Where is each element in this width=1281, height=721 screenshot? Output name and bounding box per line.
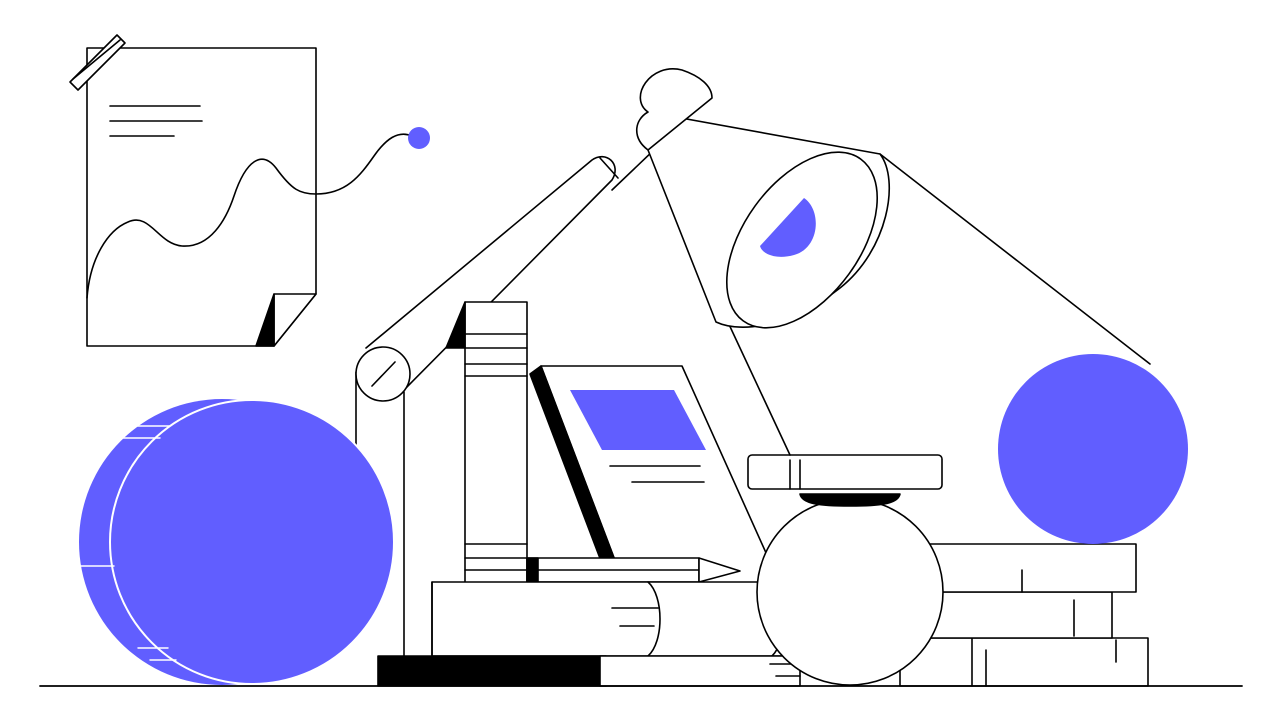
pencil — [526, 557, 741, 583]
bottom-book — [377, 655, 801, 687]
leaning-notebook — [529, 365, 781, 591]
tape — [69, 34, 126, 91]
blue-ball — [998, 354, 1188, 544]
lamp-joint — [355, 346, 411, 402]
wavy-line — [86, 133, 413, 299]
lamp-head — [635, 68, 1151, 456]
book-stack-right — [899, 543, 1149, 687]
lamp-arm — [355, 147, 657, 657]
small-book — [747, 454, 943, 490]
tall-book — [445, 301, 528, 585]
desk-globe — [756, 493, 944, 686]
accent-dot — [408, 127, 430, 149]
wall-note — [69, 34, 317, 347]
coin-stack — [79, 399, 395, 685]
